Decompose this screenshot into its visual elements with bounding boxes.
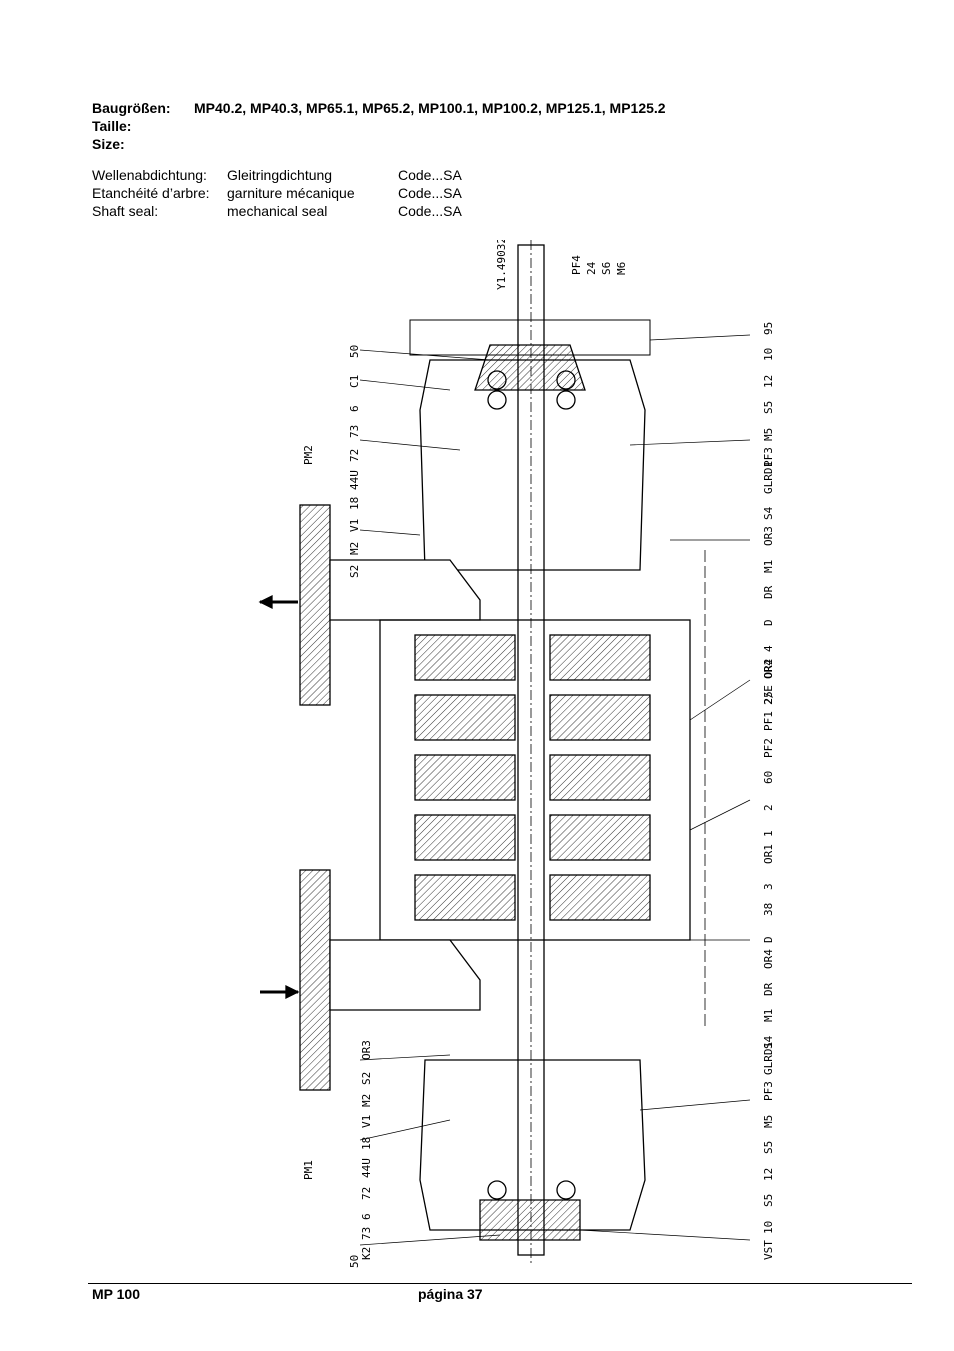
seal-label: Etanchéité d’arbre: (92, 185, 210, 201)
callout-label: 1 (762, 830, 775, 837)
callout-label: 73 (348, 425, 361, 438)
seal-type: mechanical seal (227, 203, 328, 219)
callout-label: OR4 (762, 949, 775, 969)
callout-label: K2 (360, 1247, 373, 1260)
callout-label: V1 (348, 519, 361, 532)
callout-label: 72 (348, 449, 361, 462)
callout-label: PF2 (762, 738, 775, 758)
callout-label: S5 (762, 1141, 775, 1154)
callout-label: D (762, 936, 775, 943)
callout-label: 73 (360, 1227, 373, 1240)
callout-label: 12 (762, 1168, 775, 1181)
callout-label: DR (762, 585, 775, 599)
callout-label: 10 (762, 1221, 775, 1234)
callout-label: 2 (762, 804, 775, 811)
callout-label: 44U (348, 470, 361, 490)
pm-bottom-label: PM1 (302, 1160, 315, 1180)
callout-label: M1 (762, 560, 775, 573)
callout-label: GLRD1 (762, 1042, 775, 1075)
pm-top-label: PM2 (302, 445, 315, 465)
sizes-line: Baugrößen: MP40.2, MP40.3, MP65.1, MP65.2… (92, 99, 666, 117)
callout-label: 50 (348, 1255, 361, 1268)
callout-label: S2 (348, 565, 361, 578)
footer-page: página 37 (418, 1286, 483, 1302)
left-labels-top: 50 C1 6 73 72 44U 18 V1 M2 S2 (348, 345, 361, 578)
callout-label: 2/E OR2 (762, 659, 775, 705)
seal-code: Code...SA (398, 185, 462, 201)
callout-label: PF4 (570, 255, 583, 275)
callout-label: VST (762, 1240, 775, 1260)
drawing-number: Y1.49032 (495, 240, 508, 290)
callout-label: D (762, 619, 775, 626)
seal-code: Code...SA (398, 203, 462, 219)
callout-label: 44U (360, 1158, 373, 1178)
callout-label: 10 (762, 348, 775, 361)
leader-lines (359, 334, 751, 1246)
size-label: Size: (92, 136, 125, 152)
callout-label: S6 (600, 262, 613, 275)
footer-rule (88, 1283, 912, 1284)
footer-left: MP 100 (92, 1286, 140, 1302)
callout-label: 60 (762, 771, 775, 784)
callout-label: M2 (348, 542, 361, 555)
callout-label: 38 (762, 903, 775, 916)
callout-label: M5 (762, 1115, 775, 1128)
seal-label: Wellenabdichtung: (92, 167, 207, 183)
callout-label: M1 (762, 1009, 775, 1022)
seal-type: Gleitringdichtung (227, 167, 333, 183)
callout-label: OR4 (762, 659, 775, 679)
top-right-labels: PF4 24 S6 M6 (570, 255, 628, 275)
callout-label: 4 (762, 645, 775, 652)
callout-label: 72 (360, 1187, 373, 1200)
callout-label: S4 (762, 506, 775, 520)
callout-label: M6 (615, 262, 628, 275)
callout-label: DR (762, 982, 775, 996)
callout-label: C1 (348, 375, 361, 388)
seal-type: garniture mécanique (227, 185, 355, 201)
callout-label: 50 (348, 345, 361, 358)
callout-label: OR1 (762, 844, 775, 864)
callout-label: OR3 (360, 1040, 373, 1060)
callout-label: S2 (360, 1072, 373, 1085)
callout-label: PF3 (762, 1081, 775, 1101)
pump-outline (258, 240, 706, 1265)
callout-label: 18 (360, 1137, 373, 1150)
pump-sectional-drawing: Y1.49032 PM2 PM1 PF4 24 S6 M6 50 C1 6 73… (258, 240, 775, 1268)
callout-label: PF3 (762, 447, 775, 467)
callout-label: S4 (762, 1035, 775, 1049)
seal-code: Code...SA (398, 167, 462, 183)
callout-label: M2 (360, 1094, 373, 1107)
taille-label: Taille: (92, 118, 132, 134)
callout-label: 6 (360, 1213, 373, 1220)
sizes-label: Baugrößen: (92, 100, 171, 116)
callout-label: S5 (762, 401, 775, 414)
callout-label: PF1 25 (762, 691, 775, 731)
callout-label: 24 (585, 261, 598, 275)
callout-label: 12 (762, 375, 775, 388)
callout-label: OR3 (762, 526, 775, 546)
left-labels-bottom: OR3 S2 M2 V1 18 44U 72 6 73 K2 50 (348, 1040, 373, 1268)
callout-label: 18 (348, 497, 361, 510)
callout-label: 3 (762, 883, 775, 890)
seal-label: Shaft seal: (92, 203, 159, 219)
callout-label: GLRD1 (762, 461, 775, 494)
callout-label: 6 (348, 405, 361, 412)
callout-label: M5 (762, 428, 775, 441)
callout-label: S5 (762, 1194, 775, 1207)
stage-casings (379, 619, 691, 941)
callout-label: V1 (360, 1115, 373, 1128)
sizes-value: MP40.2, MP40.3, MP65.1, MP65.2, MP100.1,… (194, 100, 666, 116)
callout-label: 95 (762, 322, 775, 335)
